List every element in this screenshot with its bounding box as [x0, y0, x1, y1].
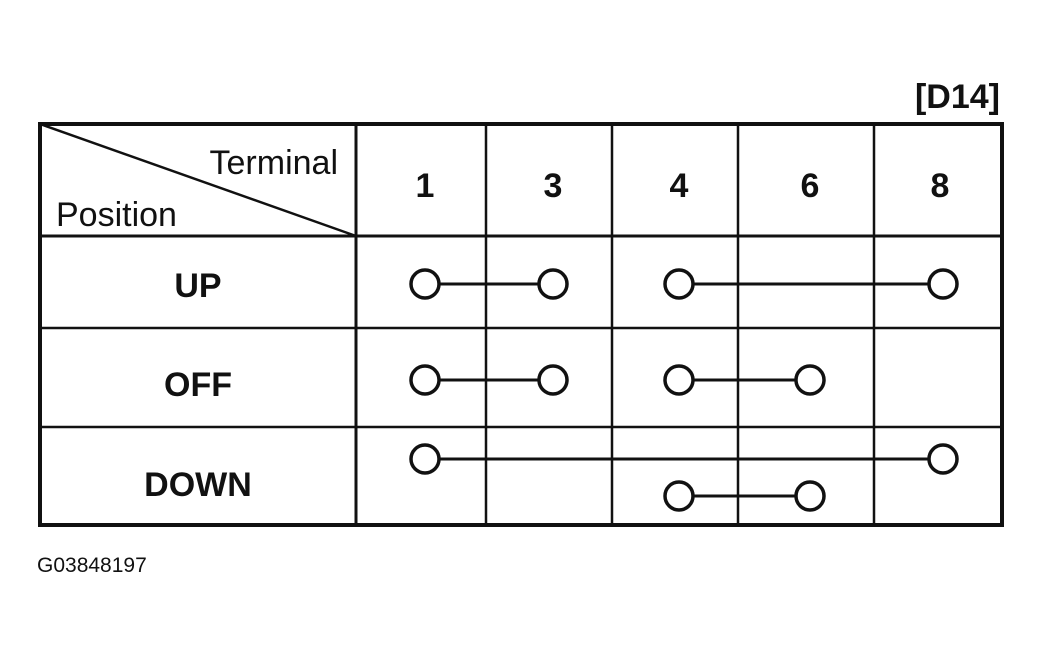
connector-label: [D14]: [915, 78, 1000, 116]
terminal-node: [409, 268, 441, 300]
terminal-header: 3: [544, 167, 563, 205]
corner-diagonal: [39, 122, 357, 238]
figure-code: G03848197: [37, 554, 147, 577]
position-label: UP: [174, 267, 221, 305]
terminal-node: [663, 364, 695, 396]
terminal-header: 6: [801, 167, 820, 205]
position-label: OFF: [164, 366, 232, 404]
terminal-node: [409, 443, 441, 475]
terminal-node: [927, 268, 959, 300]
terminal-node: [537, 268, 569, 300]
terminal-axis-label: Terminal: [210, 144, 338, 182]
position-axis-label: Position: [56, 196, 177, 234]
terminal-header: 8: [931, 167, 950, 205]
continuity-table: [38, 122, 1004, 527]
terminal-node: [663, 480, 695, 512]
terminal-node: [794, 480, 826, 512]
terminal-header: 1: [416, 167, 435, 205]
table-border: [38, 122, 1004, 527]
terminal-header: 4: [670, 167, 689, 205]
terminal-header-row: 1 3 4 6 8: [416, 167, 950, 205]
continuity-connections: [409, 268, 959, 512]
position-label: DOWN: [144, 466, 252, 504]
terminal-node: [409, 364, 441, 396]
terminal-node: [794, 364, 826, 396]
position-label-column: UP OFF DOWN: [144, 267, 252, 504]
terminal-node: [927, 443, 959, 475]
terminal-node: [537, 364, 569, 396]
terminal-node: [663, 268, 695, 300]
